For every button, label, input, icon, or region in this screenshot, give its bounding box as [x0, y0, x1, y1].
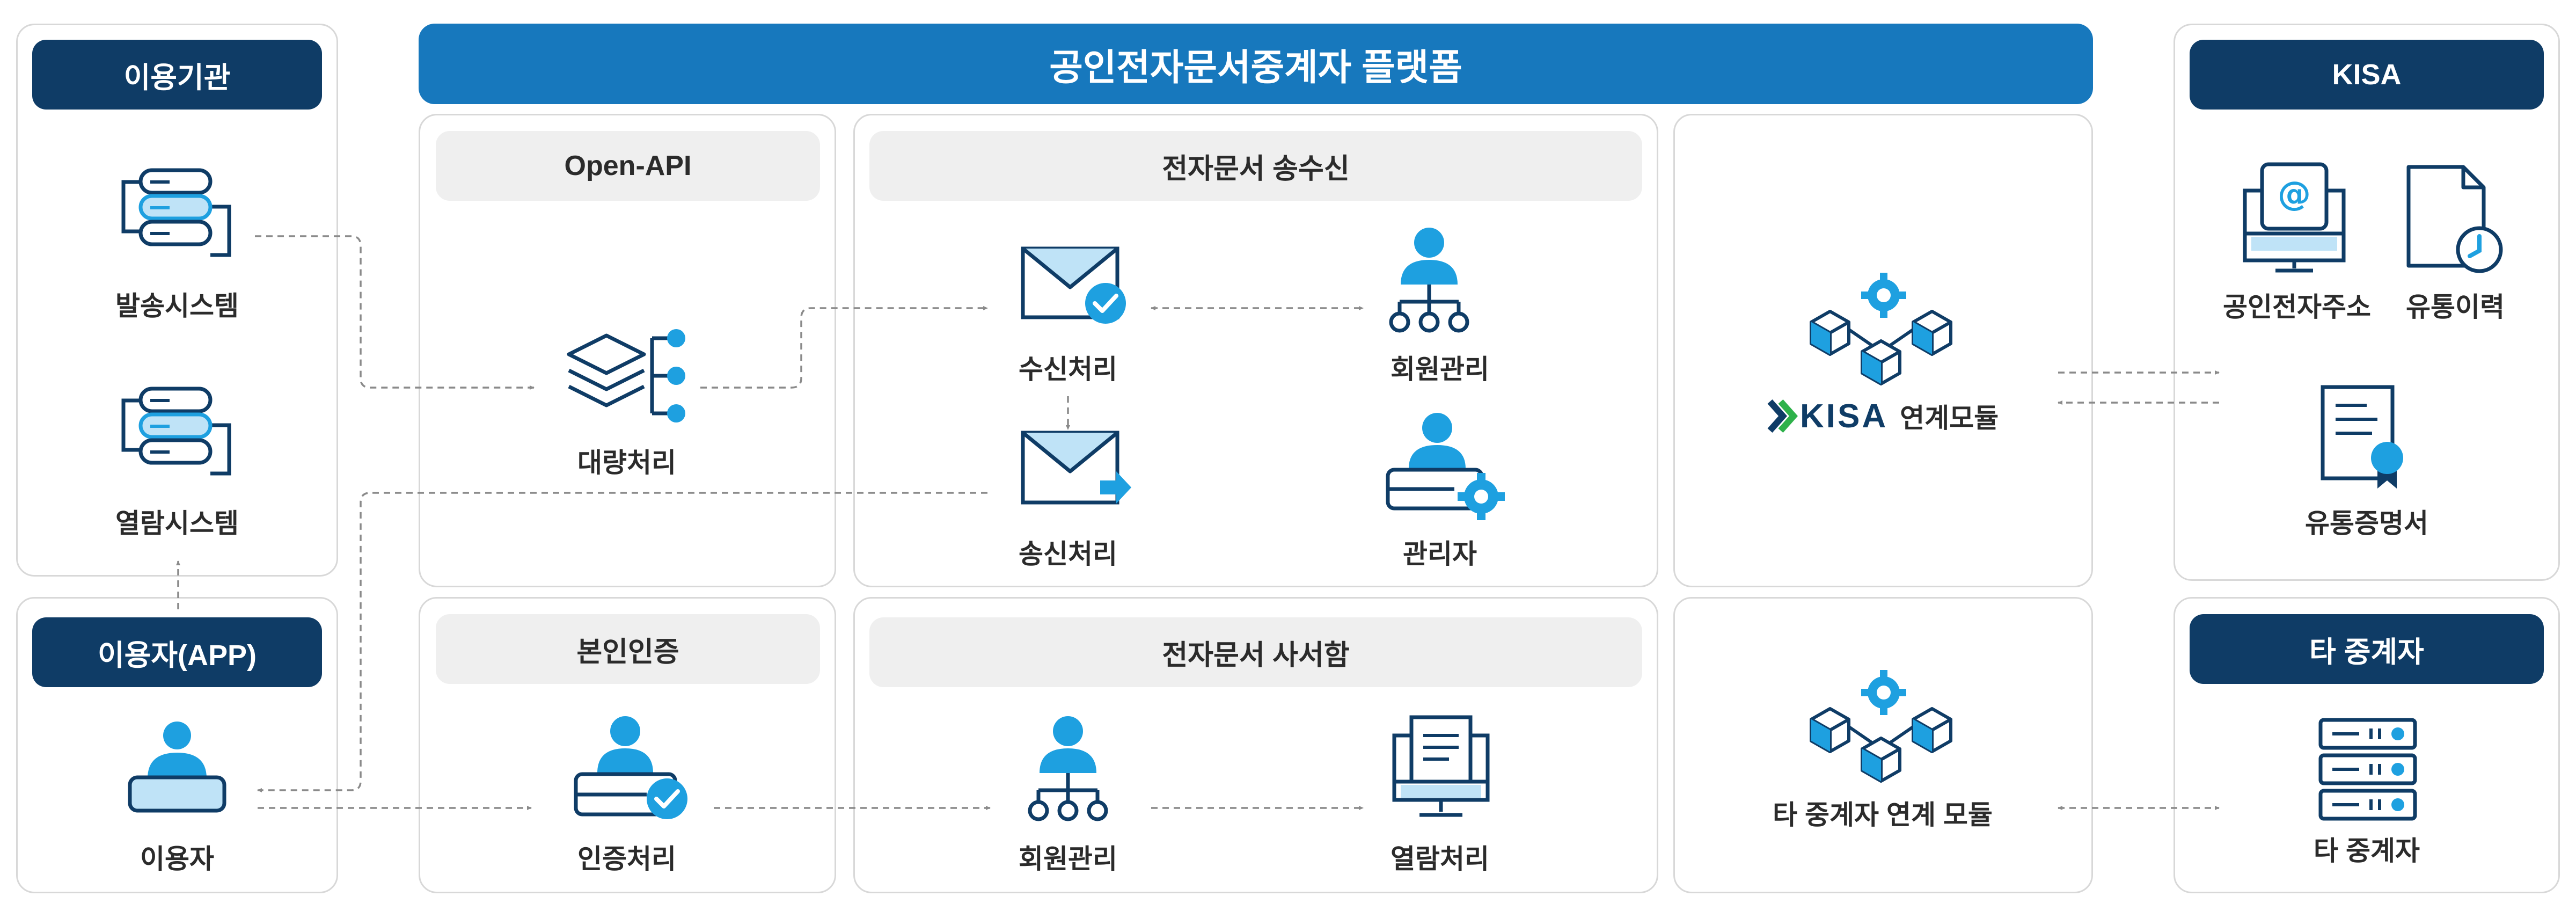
send-mail-icon — [1021, 431, 1131, 505]
user-app-header: 이용자(APP) — [32, 617, 322, 687]
kisa-header: KISA — [2190, 40, 2544, 110]
other-relay-header: 타 중계자 — [2190, 614, 2544, 684]
mailbox-header: 전자문서 사서함 — [869, 617, 1642, 687]
view-system-icon — [121, 387, 231, 476]
receive-mail-icon — [1021, 246, 1126, 324]
member-management-icon — [1389, 228, 1469, 333]
receive-label: 수신처리 — [1019, 354, 1117, 384]
user-label: 이용자 — [140, 844, 214, 874]
send-system-icon — [121, 168, 231, 257]
bulk-processing-label: 대량처리 — [577, 448, 676, 478]
svg-text:@: @ — [2278, 174, 2311, 213]
user-org-header: 이용기관 — [32, 40, 322, 110]
kisa-wordmark: KISA — [1800, 397, 1889, 435]
user-org-panel — [16, 24, 338, 577]
other-relay-label: 타 중계자 — [2314, 836, 2420, 866]
history-label: 유통이력 — [2406, 292, 2505, 322]
transfer-header: 전자문서 송수신 — [869, 131, 1642, 201]
mailbox-member-icon — [1028, 716, 1108, 821]
open-api-header: Open-API — [436, 131, 820, 201]
server-icon — [2318, 718, 2417, 821]
history-icon — [2406, 165, 2503, 273]
view-system-label: 열람시스템 — [115, 508, 239, 538]
send-label: 송신처리 — [1019, 539, 1117, 569]
view-processing-icon — [1392, 715, 1490, 817]
send-system-label: 발송시스템 — [115, 291, 239, 321]
identity-header: 본인인증 — [436, 614, 820, 684]
admin-icon — [1386, 413, 1505, 520]
bulk-processing-icon — [567, 329, 685, 422]
user-icon — [128, 722, 226, 813]
platform-title: 공인전자문서중계자 플랫폼 — [419, 24, 2093, 104]
other-module-label: 타 중계자 연계 모듈 — [1773, 800, 1993, 830]
certificate-label: 유통증명서 — [2305, 508, 2428, 538]
auth-label: 인증처리 — [577, 844, 676, 874]
line-send-to-bulk — [255, 235, 535, 390]
mailbox-member-label: 회원관리 — [1019, 844, 1117, 874]
network-cubes-icon — [1810, 273, 1952, 385]
view-processing-label: 열람처리 — [1391, 844, 1489, 874]
certificate-icon — [2321, 385, 2403, 489]
admin-label: 관리자 — [1403, 539, 1477, 569]
kisa-mark-icon — [1767, 399, 1798, 433]
member-label: 회원관리 — [1391, 354, 1489, 384]
other-network-cubes-icon — [1810, 670, 1952, 783]
kisa-module-label: 연계모듈 — [1900, 403, 1999, 433]
kisa-module-logo: KISA 연계모듈 — [1766, 395, 1999, 438]
line-bulk-to-receive — [700, 306, 988, 389]
certified-address-icon: @ — [2243, 162, 2346, 273]
line-send-to-user — [257, 492, 987, 792]
certified-address-label: 공인전자주소 — [2223, 292, 2371, 322]
kisa-panel — [2174, 24, 2560, 581]
auth-processing-icon — [574, 716, 687, 819]
